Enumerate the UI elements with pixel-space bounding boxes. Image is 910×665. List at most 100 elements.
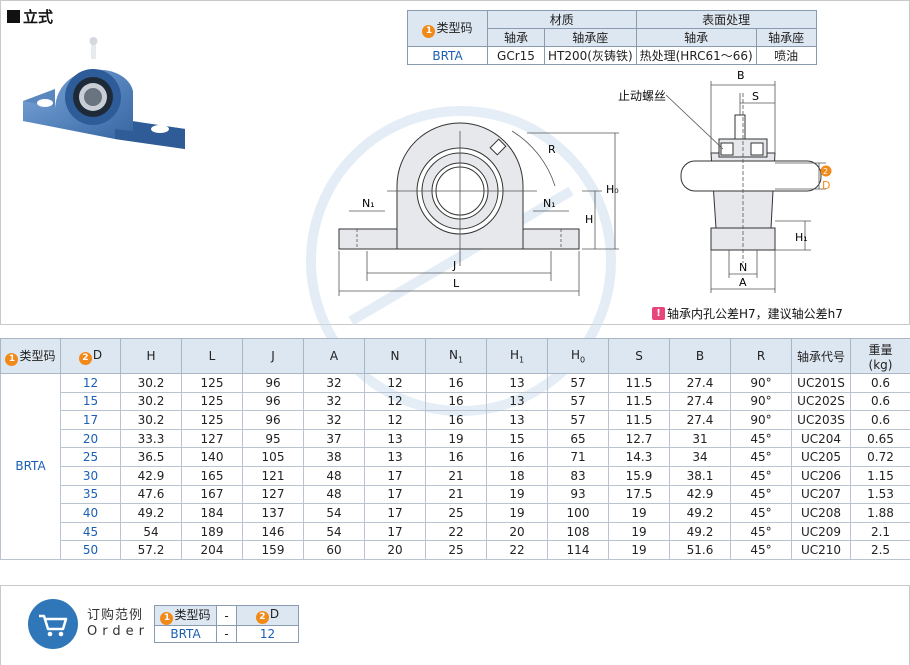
table-cell: 15 (486, 428, 548, 449)
table-cell: 13 (486, 391, 548, 412)
table-cell: UC205 (791, 447, 851, 467)
material-sub-header: 轴承 (487, 28, 545, 47)
square-bullet-icon (7, 10, 20, 23)
table-cell: 1.88 (850, 503, 910, 523)
header-weight: 重量(kg) (850, 338, 910, 374)
header-b: B (669, 338, 731, 374)
table-cell: 13 (486, 373, 548, 393)
table-cell: 42.9 (669, 484, 731, 505)
header-a: A (303, 338, 365, 374)
table-cell: 105 (242, 447, 304, 467)
label-h1: H₁ (795, 231, 808, 244)
order-value-dash: - (216, 625, 237, 643)
diameter-cell: 50 (60, 540, 121, 560)
table-cell: 49.2 (120, 503, 182, 523)
front-view-drawing: N₁ N₁ R H H₀ J L (338, 122, 619, 296)
table-cell: UC203S (791, 410, 851, 430)
table-cell: 90° (730, 373, 792, 393)
header-l: L (181, 338, 243, 374)
table-cell: 19 (425, 428, 487, 449)
table-cell: 30.2 (120, 391, 182, 412)
material-col-material: 材质 (487, 10, 637, 29)
table-cell: 33.3 (120, 428, 182, 449)
table-cell: 146 (242, 521, 304, 542)
table-cell: 21 (425, 484, 487, 505)
table-cell: 22 (425, 521, 487, 542)
table-cell: 17 (364, 503, 426, 523)
table-cell: 60 (303, 540, 365, 560)
table-cell: UC208 (791, 503, 851, 523)
material-sub-header: 轴承 (635, 28, 757, 47)
table-cell: 19 (608, 503, 670, 523)
table-cell: 108 (547, 521, 609, 542)
order-header-dash: - (216, 605, 237, 626)
table-cell: 54 (303, 503, 365, 523)
table-cell: 18 (486, 465, 548, 486)
label-l: L (453, 277, 460, 290)
label-n: N (739, 261, 747, 274)
label-r: R (548, 143, 556, 156)
table-cell: 165 (181, 465, 243, 486)
header-bearing-code: 轴承代号 (791, 338, 851, 374)
table-cell: 125 (181, 391, 243, 412)
table-cell: UC210 (791, 540, 851, 560)
material-cell: HT200(灰铸铁) (544, 46, 637, 65)
header-r: R (730, 338, 792, 374)
badge-2-text: 2 (823, 167, 828, 176)
table-cell: UC207 (791, 484, 851, 505)
table-cell: 12 (364, 373, 426, 393)
table-cell: 121 (242, 465, 304, 486)
table-cell: 32 (303, 373, 365, 393)
table-cell: 30.2 (120, 373, 182, 393)
table-cell: 17 (364, 465, 426, 486)
table-cell: 19 (486, 503, 548, 523)
badge-1-icon: 1 (5, 352, 19, 366)
material-col-surface: 表面处理 (635, 10, 817, 29)
table-cell: 31 (669, 428, 731, 449)
table-cell: 20 (486, 521, 548, 542)
table-cell: 0.6 (850, 410, 910, 430)
table-cell: 16 (425, 410, 487, 430)
table-cell: 12 (364, 410, 426, 430)
table-cell: 49.2 (669, 503, 731, 523)
table-cell: 16 (425, 373, 487, 393)
label-s: S (752, 90, 759, 103)
table-cell: 0.6 (850, 391, 910, 412)
table-cell: 15.9 (608, 465, 670, 486)
header-h1: H1 (486, 338, 548, 374)
table-cell: 47.6 (120, 484, 182, 505)
label-n1-left: N₁ (362, 197, 375, 210)
table-cell: 17.5 (608, 484, 670, 505)
table-cell: 16 (425, 391, 487, 412)
table-cell: 127 (242, 484, 304, 505)
table-cell: 13 (364, 447, 426, 467)
table-cell: UC201S (791, 373, 851, 393)
table-cell: 12 (364, 391, 426, 412)
table-cell: 25 (425, 503, 487, 523)
badge-2-icon: 2 (255, 611, 269, 624)
diameter-cell: 15 (60, 391, 121, 412)
diameter-cell: 35 (60, 484, 121, 505)
material-cell: 热处理(HRC61～66) (635, 46, 757, 65)
table-cell: 140 (181, 447, 243, 467)
table-cell: 90° (730, 391, 792, 412)
table-cell: UC206 (791, 465, 851, 486)
label-n1-right: N₁ (543, 197, 556, 210)
side-view-drawing: B S 2 D H₁ N A (665, 69, 832, 293)
table-cell: 13 (486, 410, 548, 430)
table-cell: 57 (547, 373, 609, 393)
diameter-cell: 20 (60, 428, 121, 449)
table-cell: 159 (242, 540, 304, 560)
order-value-d: 12 (236, 625, 299, 643)
